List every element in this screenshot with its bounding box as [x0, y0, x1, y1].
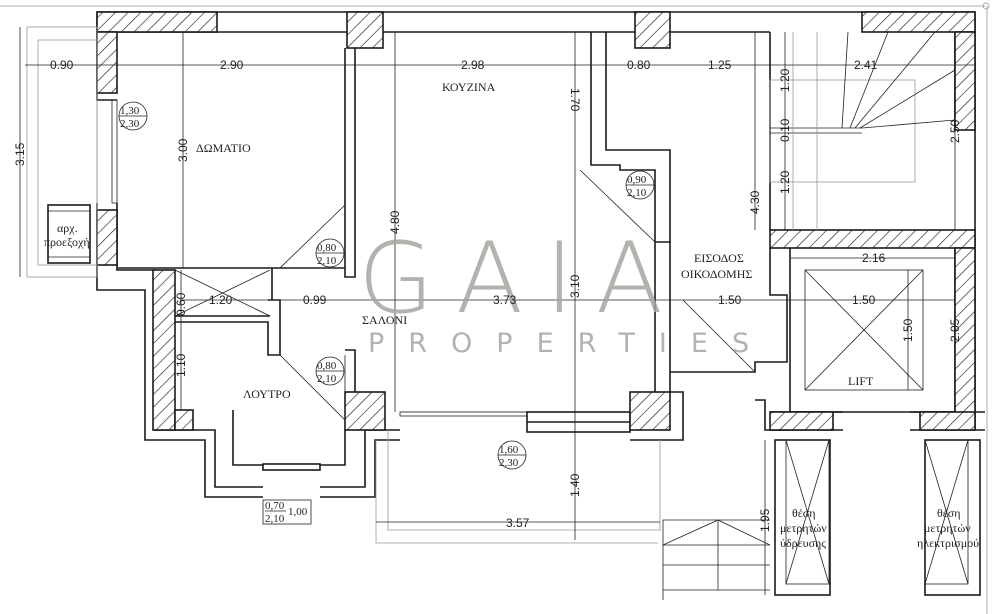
dim-label: 4.80 — [388, 210, 402, 234]
label-water-meter-2: μετρητών — [780, 521, 827, 535]
dim-label: 1.20 — [778, 68, 792, 92]
dim-label: 1.50 — [718, 293, 742, 307]
lift-shaft — [804, 269, 924, 391]
svg-text:1,30: 1,30 — [120, 105, 140, 117]
svg-text:2,30: 2,30 — [499, 457, 519, 469]
opening-tag: 0,90 2,10 — [625, 170, 655, 200]
svg-text:2,10: 2,10 — [265, 513, 285, 525]
dim-label: 1.50 — [852, 293, 876, 307]
dim-label: 1.50 — [901, 318, 915, 342]
room-labels: ΔΩΜΑΤΙΟ ΚΟΥΖΙΝΑ ΣΑΛΟΝΙ ΕΙΣΟΔΟΣ ΟΙΚΟΔΟΜΗΣ… — [44, 80, 979, 550]
watermark-brand: GAIA — [358, 222, 685, 336]
door-swings — [174, 169, 756, 421]
dim-label: 2.05 — [948, 318, 962, 342]
dim-label: 0.10 — [778, 118, 792, 142]
dim-label: 3.10 — [568, 274, 582, 298]
dim-label: 2.50 — [948, 119, 962, 143]
room-label-kitchen: ΚΟΥΖΙΝΑ — [442, 80, 496, 94]
svg-text:1,60: 1,60 — [499, 444, 519, 456]
left-balcony — [26, 26, 98, 278]
dim-label: 0.99 — [303, 293, 327, 307]
label-projection-2: προεξοχή — [44, 235, 90, 249]
svg-text:2,10: 2,10 — [627, 187, 647, 199]
dim-label: 0.60 — [174, 292, 188, 316]
room-label-bath: ΛΟΥΤΡΟ — [243, 387, 291, 401]
opening-tag: 1,30 2,30 — [118, 101, 148, 131]
opening-tags: 1,30 2,30 0,80 2,10 0,90 2,10 0,80 2,10 … — [118, 101, 655, 525]
svg-text:2,30: 2,30 — [120, 118, 140, 130]
dim-label: 3.73 — [493, 293, 517, 307]
room-label-entrance: ΕΙΣΟΔΟΣ — [694, 251, 744, 265]
dim-label: 3.15 — [13, 142, 27, 166]
dim-label: 0.80 — [627, 58, 651, 72]
dim-label: 0.90 — [50, 58, 74, 72]
opening-tag: 0,80 2,10 — [315, 356, 345, 386]
svg-text:0,80: 0,80 — [317, 242, 337, 254]
structural-columns — [96, 11, 976, 431]
dim-label: 1.25 — [708, 58, 732, 72]
svg-text:0,90: 0,90 — [627, 174, 647, 186]
label-water-meter-3: ύδρευσης — [780, 536, 826, 550]
dimension-lines — [19, 27, 975, 595]
opening-tag: 1,60 2,30 — [497, 440, 527, 470]
svg-text:2,10: 2,10 — [317, 373, 337, 385]
opening-tag: 0,80 2,10 — [315, 238, 345, 268]
label-water-meter: θέση — [792, 506, 816, 520]
room-label-lift: LIFT — [848, 374, 874, 388]
watermark-sub: PROPERTIES — [368, 328, 773, 359]
room-label-living: ΣΑΛΟΝΙ — [362, 313, 407, 327]
windows — [111, 99, 528, 417]
dim-label: 4.30 — [748, 190, 762, 214]
dim-label: 1.95 — [758, 508, 772, 532]
dim-label: 2.98 — [461, 58, 485, 72]
dim-label: 1.40 — [568, 473, 582, 497]
label-elec-meter-3: ηλεκτρισμού — [917, 536, 979, 550]
dim-label: 3.00 — [176, 138, 190, 162]
dim-label: 2.41 — [854, 58, 878, 72]
label-projection: αρχ. — [57, 221, 78, 235]
svg-text:2,10: 2,10 — [317, 255, 337, 267]
svg-text:0,80: 0,80 — [317, 360, 337, 372]
label-elec-meter-2: μετρητών — [924, 521, 971, 535]
dim-label: 1.70 — [568, 88, 582, 112]
watermark: GAIA PROPERTIES — [358, 222, 773, 359]
dimension-labels: 0.90 2.90 2.98 0.80 1.25 2.41 3.15 3.00 … — [13, 58, 962, 532]
dim-label: 1.20 — [209, 293, 233, 307]
dim-label: 3.57 — [506, 516, 530, 530]
opening-tag: 0,70 2,10 1,00 — [262, 499, 312, 525]
svg-text:1,00: 1,00 — [288, 506, 308, 518]
front-balcony — [375, 430, 661, 544]
dim-label: 2.90 — [220, 58, 244, 72]
dim-label: 1.10 — [174, 353, 188, 377]
dim-label: 1.20 — [778, 170, 792, 194]
room-label-entrance-2: ΟΙΚΟΔΟΜΗΣ — [681, 267, 752, 281]
room-label-bedroom: ΔΩΜΑΤΙΟ — [196, 141, 251, 155]
label-elec-meter: θέση — [937, 506, 961, 520]
meter-boxes — [774, 439, 981, 596]
svg-text:0,70: 0,70 — [265, 500, 285, 512]
dim-label: 2.16 — [862, 251, 886, 265]
